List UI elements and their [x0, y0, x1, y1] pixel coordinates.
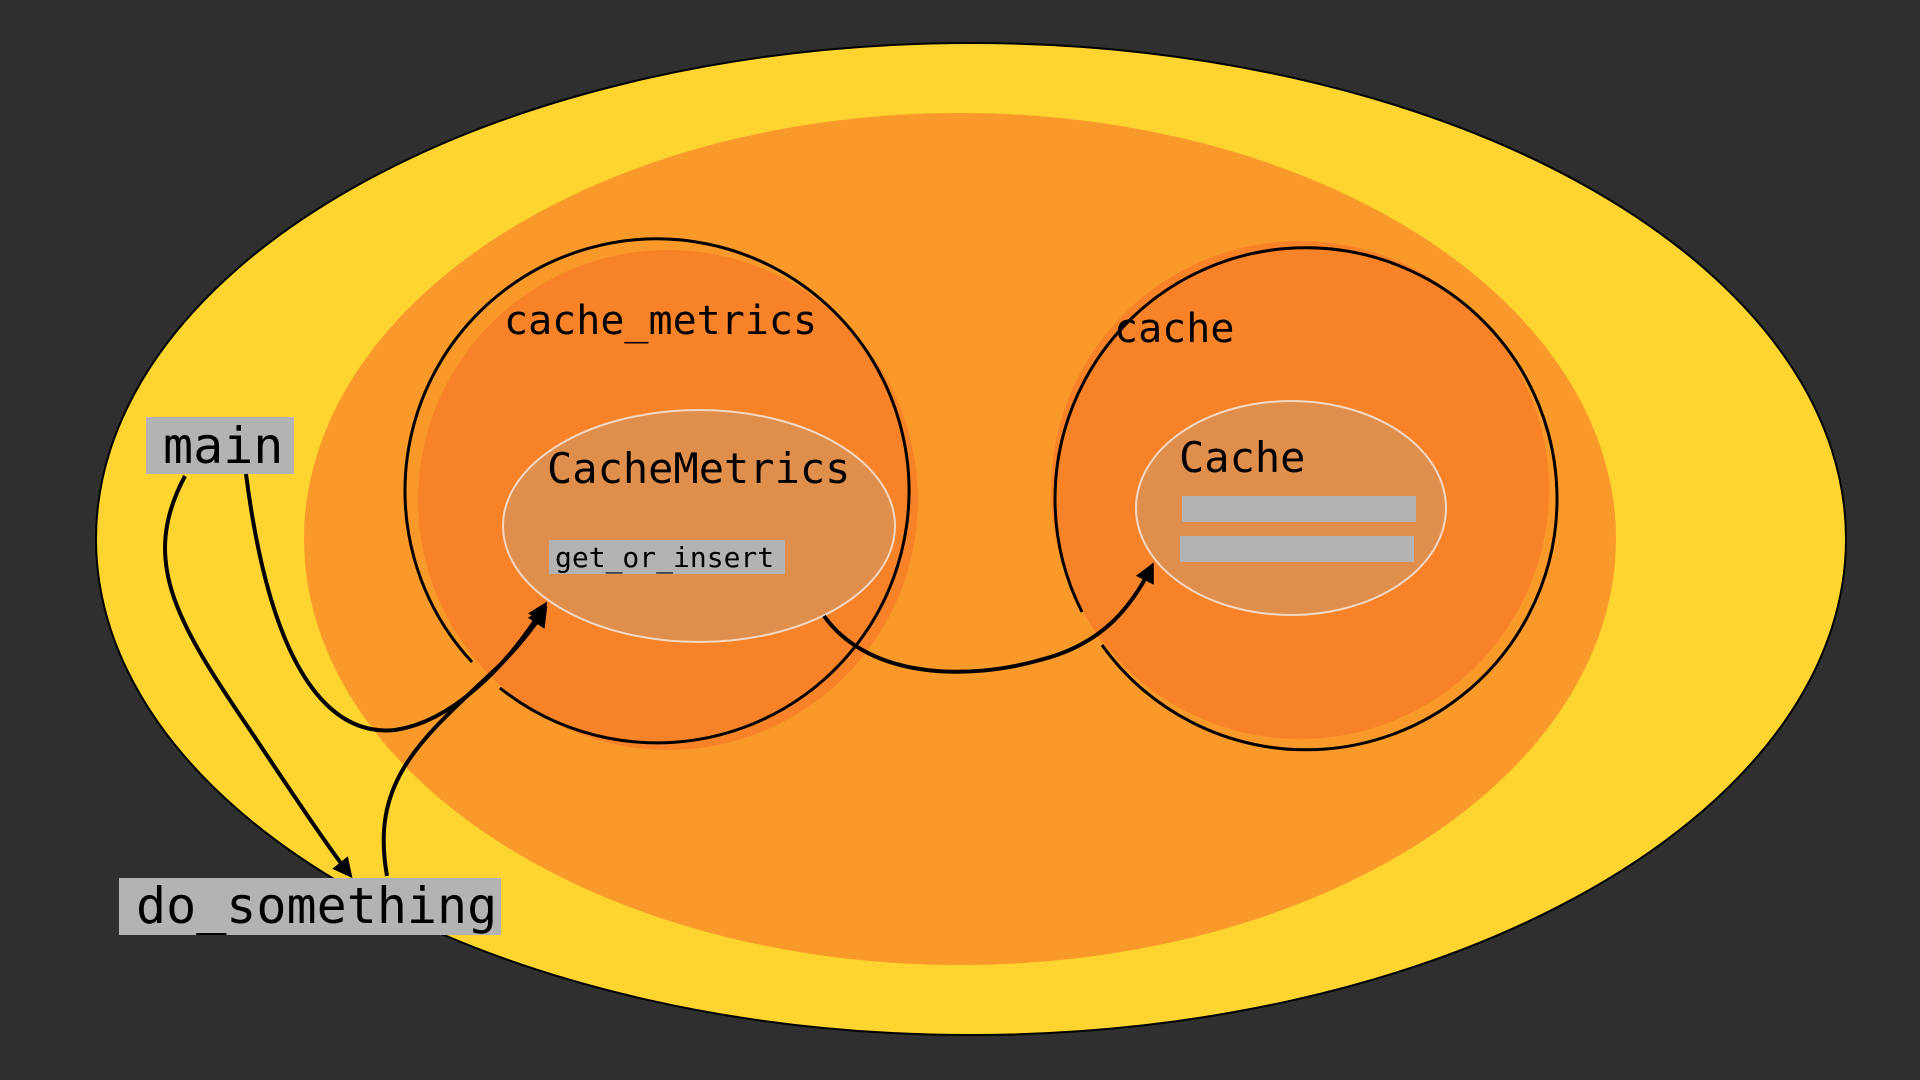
main-function-box: [146, 417, 294, 474]
cache-metrics-module-label: cache_metrics: [504, 298, 817, 344]
cache-metrics-type-label: CacheMetrics: [547, 444, 850, 493]
cache-module-outline: [1053, 246, 1559, 752]
get-or-insert-method-box: [549, 540, 785, 574]
cache-type-label: Cache: [1179, 433, 1305, 482]
do-something-function-label: do_something: [136, 877, 497, 935]
cache-module-label: cache: [1114, 306, 1234, 352]
get-or-insert-method-label: get_or_insert: [555, 541, 774, 575]
get-or-insert-to-cache-arrow: [822, 562, 1154, 674]
do-something-to-get-or-insert-arrow: [381, 606, 548, 877]
cache-metrics-module-outline: [403, 237, 911, 745]
main-function-label: main: [163, 417, 283, 475]
do-something-function-box: [119, 878, 501, 935]
main-to-do-something-arrow: [163, 475, 353, 879]
cache-metrics-type-ellipse: [502, 409, 896, 643]
cache-field-placeholder-1: [1182, 496, 1416, 522]
cache-field-placeholder-2: [1180, 536, 1414, 562]
